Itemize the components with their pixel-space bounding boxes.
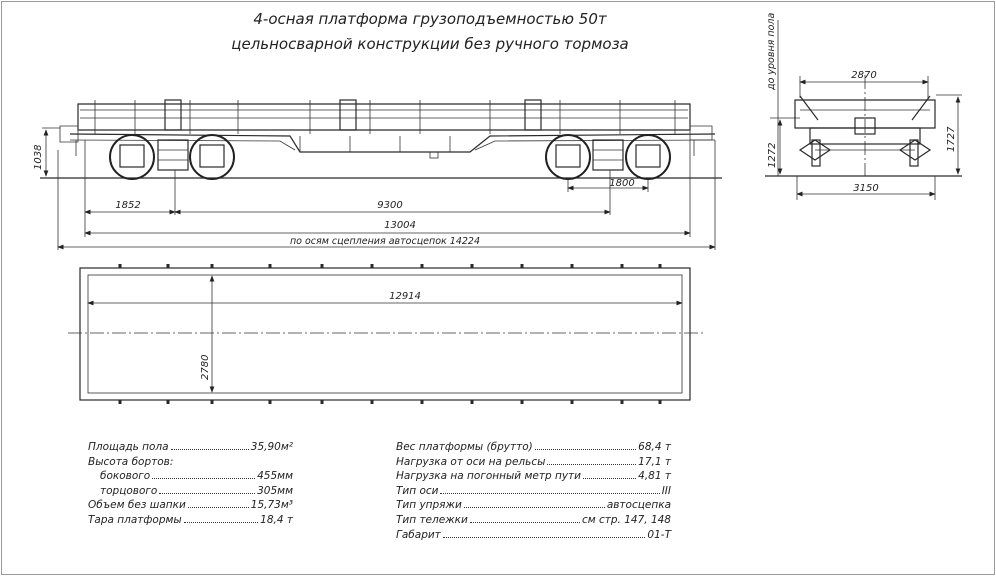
spec-row: Площадь пола 35,90м² bbox=[88, 440, 293, 455]
spec-value: 455мм bbox=[257, 470, 293, 483]
spec-row: Тара платформы 18,4 т bbox=[88, 513, 293, 528]
spec-row: Габарит 01-Т bbox=[396, 528, 671, 543]
end-view: до уровня пола 2870 3150 1272 1727 bbox=[765, 12, 962, 200]
spec-row: Вес платформы (брутто) 68,4 т bbox=[396, 440, 671, 455]
spec-value: 35,90м² bbox=[250, 441, 293, 453]
title-line-1: 4-осная платформа грузоподъемностью 50т bbox=[253, 10, 608, 28]
dim-12914: 12914 bbox=[389, 291, 421, 302]
spec-row: бокового 455мм bbox=[88, 469, 293, 484]
dim-1038: 1038 bbox=[33, 145, 44, 170]
spec-label: бокового bbox=[100, 470, 151, 483]
dot-leader bbox=[583, 478, 637, 480]
dot-leader bbox=[170, 449, 249, 450]
spec-row: Тип тележки см стр. 147, 148 bbox=[396, 513, 671, 528]
spec-label: Площадь пола bbox=[88, 441, 169, 453]
spec-value: III bbox=[661, 484, 671, 497]
floor-level-label: до уровня пола bbox=[766, 12, 777, 91]
bogie-right bbox=[545, 134, 671, 180]
spec-value: 305мм bbox=[257, 484, 293, 497]
dot-leader bbox=[463, 507, 605, 509]
spec-label: Объем без шапки bbox=[88, 499, 186, 512]
title-line-2: цельносварной конструкции без ручного то… bbox=[231, 35, 629, 53]
spec-label: Нагрузка на погонный метр пути bbox=[396, 470, 581, 483]
spec-label: Тип упряжи bbox=[396, 499, 462, 512]
dim-3150: 3150 bbox=[853, 183, 878, 194]
platform-body bbox=[59, 99, 716, 159]
dot-leader bbox=[440, 492, 660, 494]
dot-leader bbox=[152, 478, 256, 480]
spec-row: Высота бортов: bbox=[88, 455, 293, 470]
spec-value: автосцепка bbox=[606, 499, 671, 512]
spec-label: Тип оси bbox=[396, 484, 439, 497]
spec-value: 4,81 т bbox=[638, 470, 671, 483]
dot-leader bbox=[159, 492, 256, 494]
dim-13004: 13004 bbox=[384, 220, 416, 231]
dot-leader bbox=[547, 463, 637, 465]
dot-leader bbox=[534, 449, 637, 450]
spec-row: торцового 305мм bbox=[88, 484, 293, 499]
spec-value: 68,4 т bbox=[638, 441, 671, 453]
spec-value: 18,4 т bbox=[260, 513, 293, 526]
dim-2780: 2780 bbox=[200, 355, 211, 380]
extension-lines bbox=[42, 127, 716, 250]
dim-14224: по осям сцепления автосцепок 14224 bbox=[290, 236, 480, 247]
specs-right: Вес платформы (брутто) 68,4 т Нагрузка от … bbox=[396, 440, 671, 542]
spec-label: Габарит bbox=[396, 528, 441, 541]
spec-label: Тип тележки bbox=[396, 513, 468, 526]
dot-leader bbox=[469, 521, 580, 523]
spec-row: Объем без шапки 15,73м³ bbox=[88, 498, 293, 513]
side-view: 1038 1800 1852 9300 13004 по осям сцепле… bbox=[33, 99, 722, 250]
spec-row: Нагрузка на погонный метр пути 4,81 т bbox=[396, 469, 671, 484]
spec-value: 17,1 т bbox=[638, 455, 671, 468]
dim-2870: 2870 bbox=[851, 70, 876, 81]
dim-1852: 1852 bbox=[115, 200, 140, 211]
dim-1727: 1727 bbox=[946, 126, 957, 152]
bogie-left bbox=[109, 134, 235, 180]
spec-row: Тип оси III bbox=[396, 484, 671, 499]
spec-value: 01-Т bbox=[647, 528, 671, 541]
dot-leader bbox=[442, 536, 646, 538]
spec-label: торцового bbox=[100, 484, 158, 497]
spec-label: Высота бортов: bbox=[88, 455, 174, 468]
spec-label: Нагрузка от оси на рельсы bbox=[396, 455, 546, 468]
spec-label: Вес платформы (брутто) bbox=[396, 441, 533, 453]
spec-value: см стр. 147, 148 bbox=[581, 513, 671, 526]
dot-leader bbox=[183, 521, 259, 523]
spec-row: Нагрузка от оси на рельсы 17,1 т bbox=[396, 455, 671, 470]
dim-1272: 1272 bbox=[767, 143, 778, 168]
dot-leader bbox=[187, 507, 249, 509]
spec-label: Тара платформы bbox=[88, 513, 182, 526]
spec-value: 15,73м³ bbox=[250, 499, 293, 512]
dim-9300: 9300 bbox=[377, 200, 402, 211]
plan-view: 12914 2780 bbox=[68, 264, 705, 404]
dim-1800: 1800 bbox=[609, 178, 634, 189]
spec-row: Тип упряжи автосцепка bbox=[396, 498, 671, 513]
